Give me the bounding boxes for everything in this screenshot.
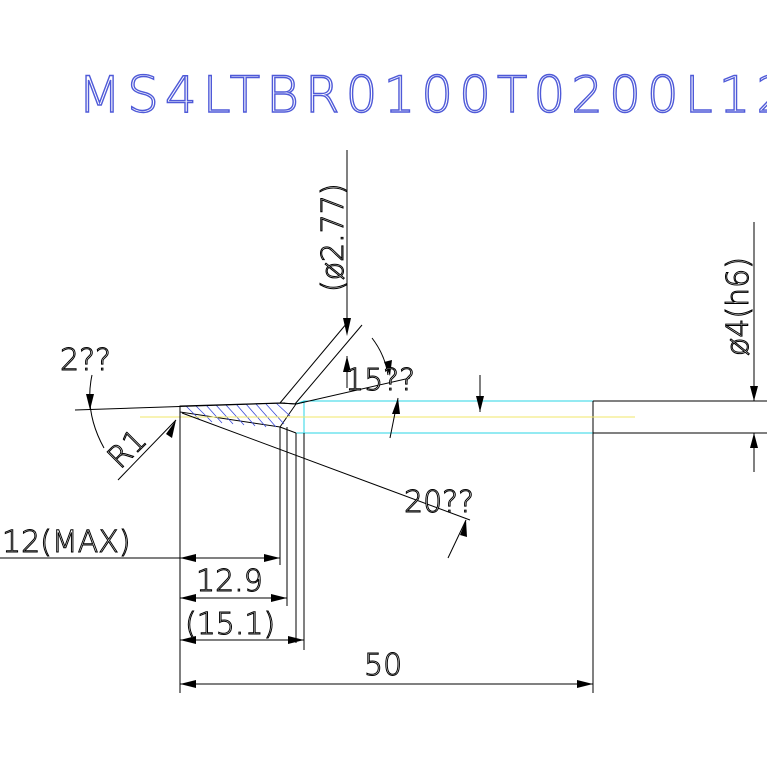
label-diameter-277: (ø2.77) — [316, 183, 351, 292]
dimension-lines — [0, 318, 758, 688]
drawing-title: MS4LTBR0100T0200L12 — [78, 66, 767, 124]
label-12max: 12(MAX) — [2, 525, 131, 560]
label-angle-2: 2?? — [60, 343, 111, 378]
label-129: 12.9 — [196, 564, 263, 599]
label-angle-15: 15?? — [345, 363, 415, 398]
label-radius-r1: R1 — [101, 423, 154, 476]
label-diameter-4h6: ø4(h6) — [721, 257, 756, 356]
reference-lines — [74, 322, 471, 521]
label-151: (15.1) — [185, 607, 275, 642]
dimension-labels: (ø2.77) ø4(h6) 2?? 15?? 20?? R1 12(MAX) … — [2, 183, 757, 684]
cutting-edge-hatch — [185, 402, 291, 428]
extension-lines — [179, 150, 755, 693]
tool-geometry — [140, 400, 767, 434]
label-angle-20: 20?? — [404, 485, 474, 520]
label-50: 50 — [364, 648, 402, 683]
neck-taper-lower — [279, 426, 304, 434]
